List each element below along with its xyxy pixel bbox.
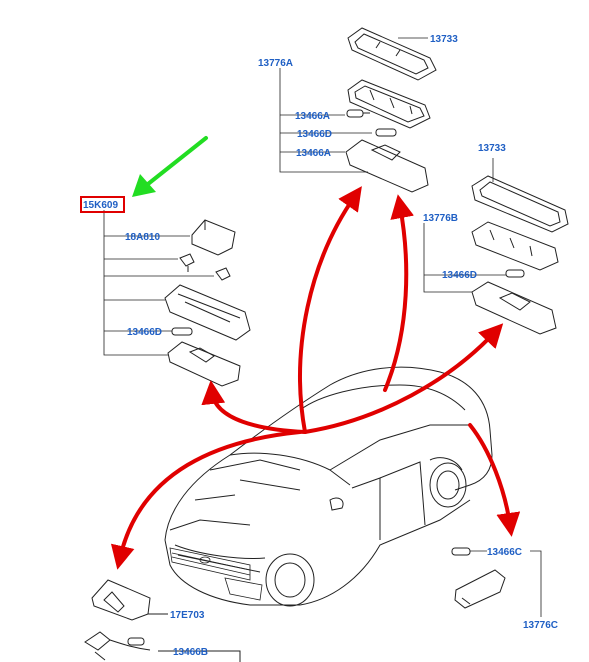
part-connector-2 [215,267,231,281]
leader-lines-15K609 [103,210,214,356]
car-headlights [224,577,263,601]
label-13466D-2: 13466D [442,270,477,281]
part-13776A-housing [347,79,431,129]
green-pointer-arrow [132,136,208,197]
part-13466B-harness [84,631,241,662]
part-13776B-lens [471,281,557,335]
leader-lines-13776A [279,37,428,173]
callout-arrows [110,186,521,570]
part-13466D-bulb-1 [375,128,397,137]
label-13466A-2: 13466A [296,148,331,159]
part-15K609-housing [164,284,251,341]
highlight-box-15K609 [80,196,125,213]
part-13776B-housing [471,221,559,271]
label-17E703: 17E703 [170,610,205,621]
label-13466D-3: 13466D [127,327,162,338]
part-13466D-bulb-2 [505,269,525,278]
part-connector-1 [179,253,195,272]
part-13466D-bulb-3 [171,327,193,336]
part-15K609-lens [167,341,241,387]
label-13466A-1: 13466A [295,111,330,122]
label-13776C: 13776C [523,620,558,631]
label-15K609: 15K609 [83,200,118,211]
leader-lines-13776C [470,550,542,617]
car-wheels [265,462,467,607]
label-13733-right: 13733 [478,143,506,154]
label-18A810: 18A810 [125,232,160,243]
label-13466B: 13466B [173,647,208,658]
label-13466D-1: 13466D [297,129,332,140]
part-13466C-bulb [451,547,471,556]
arrow-to-13776A [298,186,362,434]
arrow-to-13776B [303,323,504,434]
part-13466A-bulb-1 [346,109,370,118]
arrow-to-13776C [468,423,521,537]
part-13466A-lens [345,139,429,193]
label-13466C: 13466C [487,547,522,558]
car-outline [164,366,493,606]
part-18A810-module [191,219,236,256]
label-13733-top: 13733 [430,34,458,45]
part-13733-top-frame [347,27,437,81]
car-grille [169,547,251,581]
part-13776C-lamp [454,569,506,609]
leader-lines-13776B [423,158,506,293]
label-13776B: 13776B [423,213,458,224]
car-side-mirror [329,497,344,511]
part-17E703-lamp [91,579,168,621]
arrow-to-17E703 [110,430,302,570]
label-13776A: 13776A [258,58,293,69]
part-13733-right-frame [471,175,569,233]
arrow-to-15K609 [201,380,307,434]
arrow-to-13776A-b [383,194,414,392]
